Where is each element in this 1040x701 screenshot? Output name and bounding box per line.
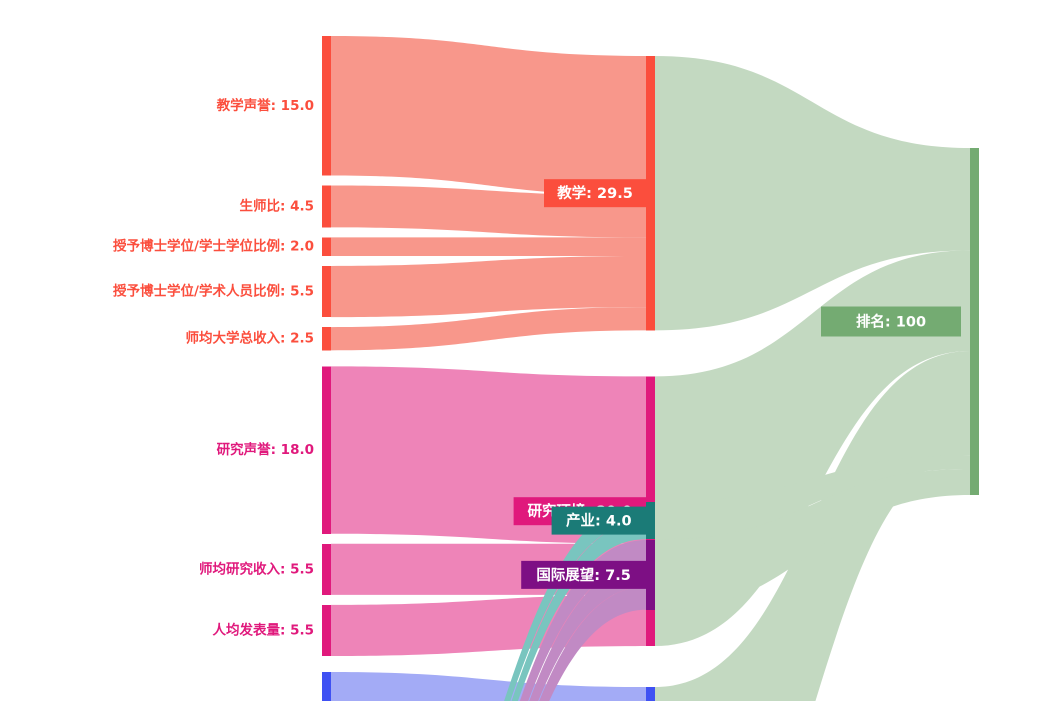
node-label-pubs_per_staff: 人均发表量: 5.5 [212, 621, 314, 638]
sankey-node-teaching_reputation[interactable] [322, 36, 331, 176]
sankey-link [331, 36, 646, 196]
sankey-node-doctorate_bachelor[interactable] [322, 237, 331, 256]
node-label-text-ranking: 排名: 100 [856, 313, 926, 331]
sankey-node-ranking[interactable] [970, 148, 979, 495]
node-label-teaching_reputation: 教学声誉: 15.0 [217, 97, 314, 114]
sankey-link [331, 307, 646, 351]
node-label-intl_outlook: 国际展望: 7.5 [521, 560, 646, 589]
sankey-link [655, 56, 970, 331]
node-label-bg-teaching [544, 179, 646, 208]
node-label-industry: 产业: 4.0 [551, 506, 646, 535]
node-label-text-teaching: 教学: 29.5 [556, 184, 633, 202]
node-label-ranking: 排名: 100 [821, 306, 961, 337]
sankey-link [519, 540, 646, 701]
sankey-link [331, 672, 646, 701]
sankey-node-doctorate_staff[interactable] [322, 265, 331, 318]
sankey-node-teaching[interactable] [646, 56, 655, 331]
sankey-link [331, 255, 646, 318]
node-label-teaching: 教学: 29.5 [544, 179, 646, 208]
sankey-node-pubs_per_staff[interactable] [322, 604, 331, 657]
node-label-bg-intl_outlook [521, 560, 646, 589]
sankey-node-institutional_income[interactable] [322, 327, 331, 351]
node-label-institutional_income: 师均大学总收入: 2.5 [185, 330, 314, 347]
node-label-doctorate_bachelor: 授予博士学位/学士学位比例: 2.0 [113, 238, 314, 255]
sankey-node-research_income[interactable] [322, 543, 331, 595]
node-label-text-industry: 产业: 4.0 [566, 512, 632, 530]
sankey-node-intl_outlook[interactable] [646, 540, 655, 610]
sankey-node-industry[interactable] [646, 502, 655, 540]
sankey-link [655, 468, 970, 610]
node-label-bg-industry [551, 506, 646, 535]
sankey-node-research_qual[interactable] [646, 687, 655, 701]
node-label-bg-ranking [821, 306, 961, 337]
sankey-node-fwci[interactable] [322, 672, 331, 701]
sankey-link [539, 586, 646, 701]
links-layer [331, 36, 970, 701]
sankey-link [655, 455, 970, 540]
node-label-text-intl_outlook: 国际展望: 7.5 [536, 566, 631, 584]
sankey-node-research_reputation[interactable] [322, 366, 331, 534]
node-label-student_staff_ratio: 生师比: 4.5 [239, 197, 314, 214]
nodes-layer [322, 36, 979, 701]
sankey-node-student_staff_ratio[interactable] [322, 185, 331, 228]
sankey-link [511, 520, 646, 701]
node-label-research_reputation: 研究声誉: 18.0 [217, 441, 314, 458]
labels-layer: 教学声誉: 15.0 生师比: 4.5 授予博士学位/学士学位比例: 2.0 授予博士… [113, 97, 961, 638]
node-label-doctorate_staff: 授予博士学位/学术人员比例: 5.5 [113, 283, 314, 300]
sankey-link [331, 237, 646, 256]
node-label-research_income: 师均研究收入: 5.5 [199, 560, 314, 577]
